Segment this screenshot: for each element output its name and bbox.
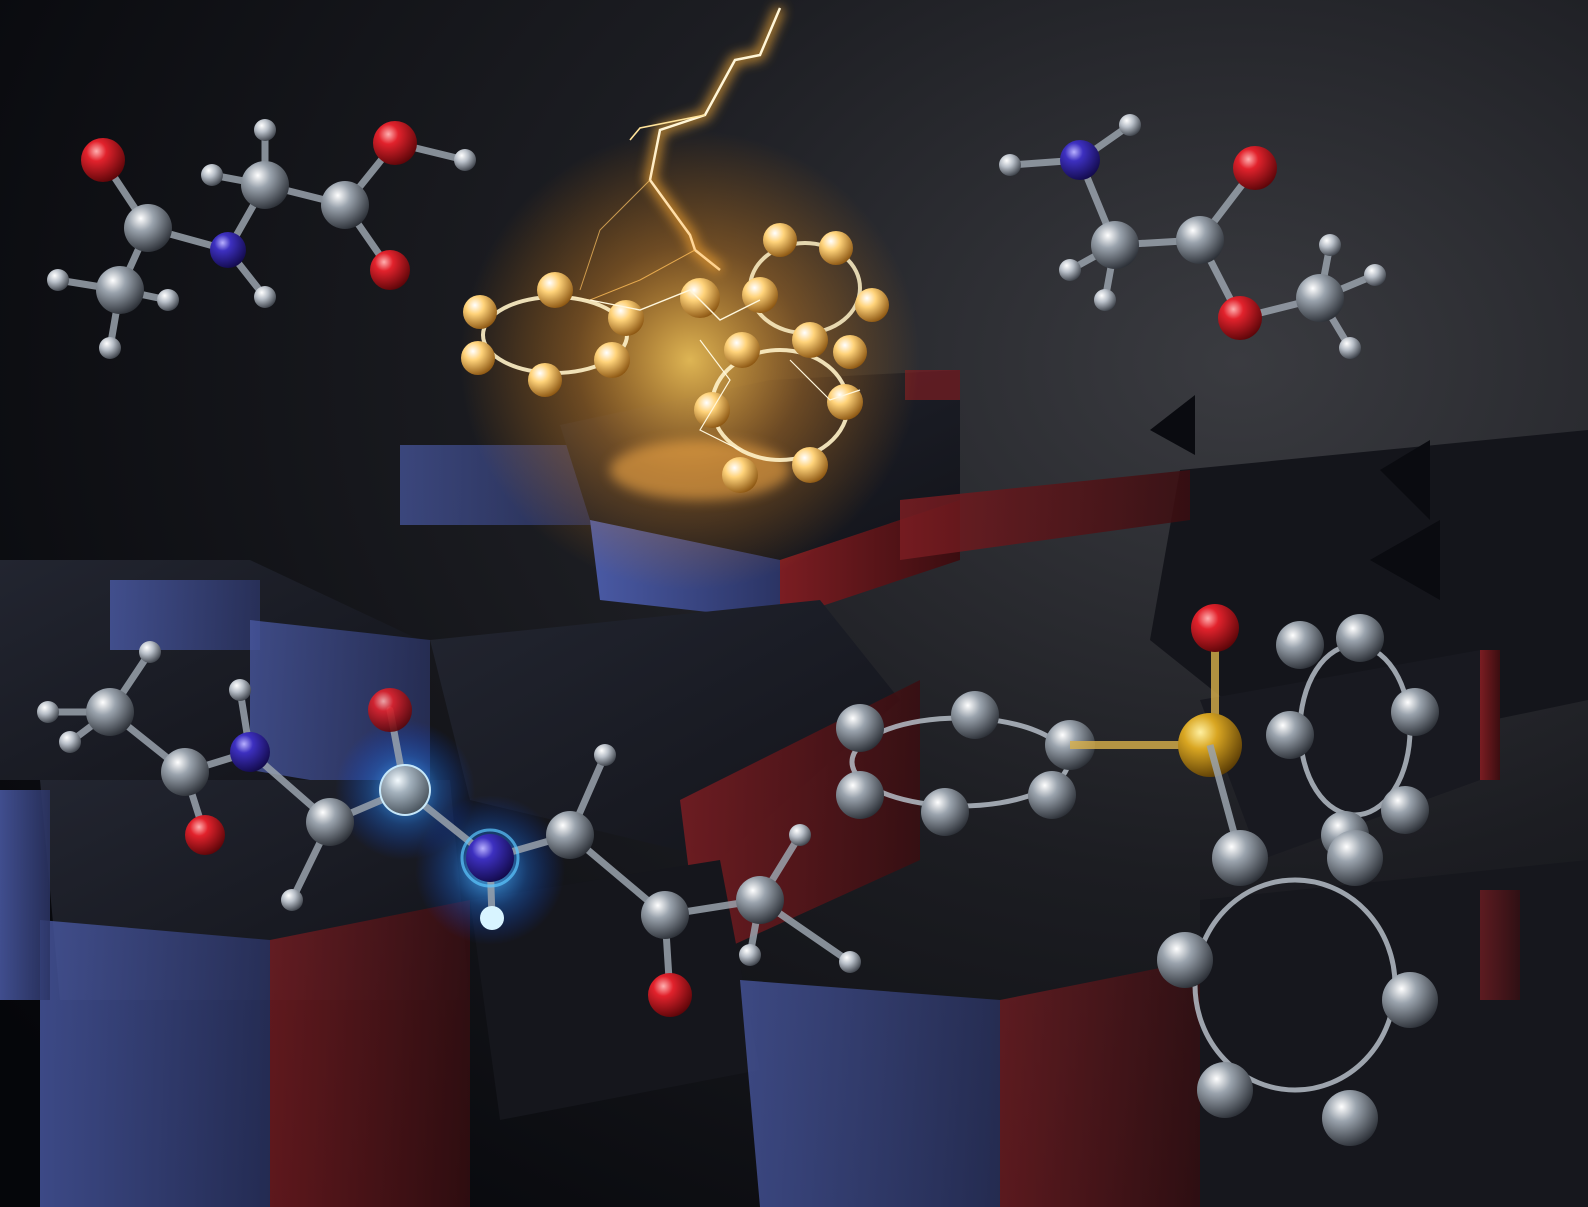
alanine-methyl-ester-molecule-icon	[999, 114, 1386, 359]
triphenyl-sulfoxide-molecule-icon	[836, 604, 1439, 1146]
acetyl-glycine-molecule-icon	[47, 119, 476, 359]
glowing-lightning-molecule-icon	[460, 130, 920, 590]
glowing-amide-chain-molecule-icon	[37, 641, 861, 1017]
